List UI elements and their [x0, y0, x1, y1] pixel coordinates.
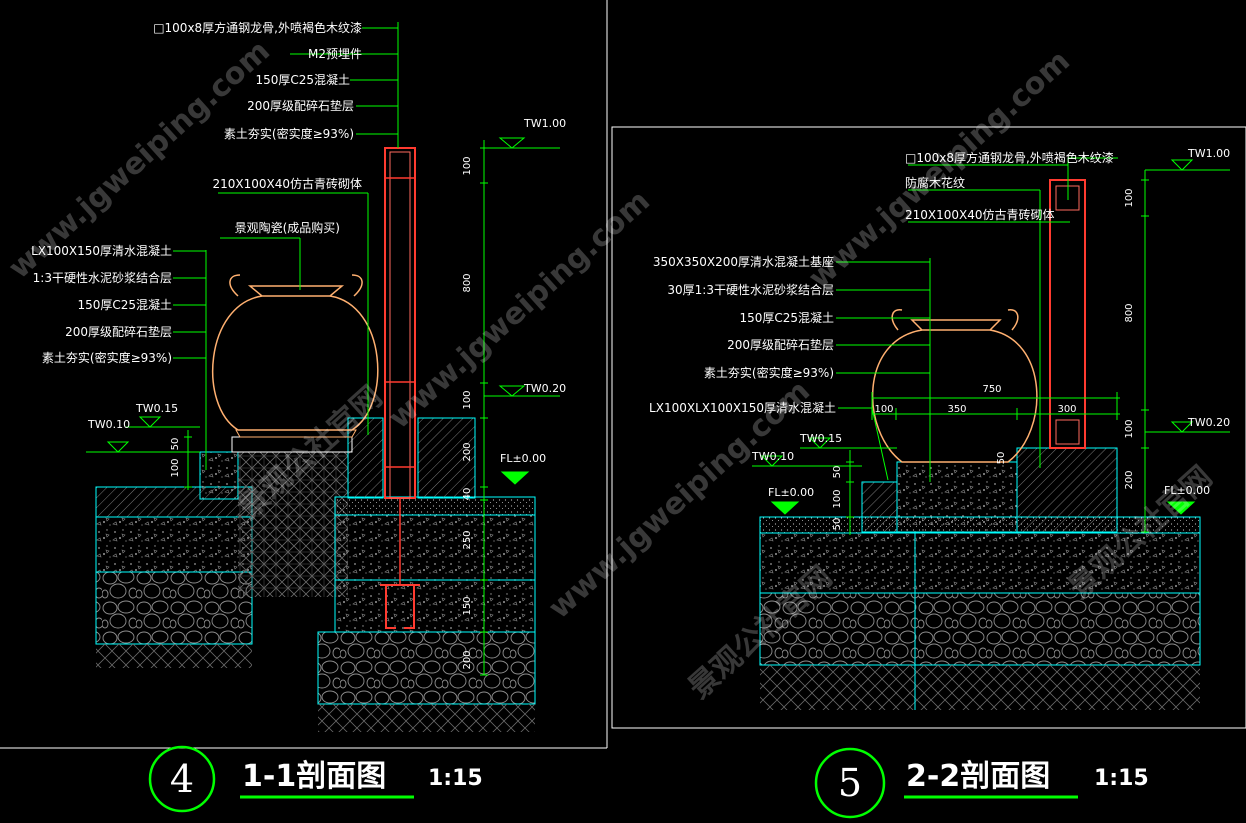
label-left-gravel: 200厚级配碎石垫层: [65, 324, 172, 339]
elevation-tw015: TW0.15: [135, 402, 178, 415]
dim-5-h100: 100: [874, 404, 893, 415]
elevation-fl000: FL±0.00: [500, 452, 546, 465]
label-left-concrete: 150厚C25混凝土: [77, 297, 172, 312]
label-concrete-cap-5: LX100XLX100X150厚清水混凝土: [649, 400, 836, 415]
section-5: [611, 126, 1246, 729]
section-5-frame: [611, 126, 1246, 729]
dim-5-h350: 350: [947, 404, 966, 415]
section-4-number: 4: [170, 757, 194, 801]
section-4-scale: 1:15: [428, 766, 483, 791]
elevation-5-tw020: TW0.20: [1187, 416, 1230, 429]
dim-100-top: 100: [462, 156, 473, 175]
label-concrete: 150厚C25混凝土: [255, 72, 350, 87]
dim-5-100-mid: 100: [1124, 419, 1135, 438]
section-5-labels: □100x8厚方通钢龙骨,外喷褐色木纹漆 防腐木花纹 210X100X40仿古青…: [649, 147, 1230, 530]
watermark-url-2: www.jgweiping.com: [382, 184, 657, 436]
dim-5-h300: 300: [1057, 404, 1076, 415]
label-left-mortar: 1:3干硬性水泥砂浆结合层: [33, 270, 172, 285]
label-compacted-soil: 素土夯实(密实度≥93%): [224, 126, 354, 141]
dim-5-800: 800: [1124, 303, 1135, 322]
label-brick: 210X100X40仿古青砖砌体: [212, 176, 362, 191]
section-4-title-text: 1-1剖面图: [242, 759, 386, 794]
dim-5-left-50a: 50: [832, 466, 843, 479]
label-mortar-5: 30厚1:3干硬性水泥砂浆结合层: [667, 282, 834, 297]
section-5-ground-layers: [759, 447, 1201, 710]
dim-250: 250: [462, 530, 473, 549]
section-4-ceramic-vase: [212, 274, 379, 438]
label-embedded-part: M2预埋件: [308, 47, 362, 61]
section-4-labels: □100x8厚方通钢龙骨,外喷褐色木纹漆 M2预埋件 150厚C25混凝土 20…: [31, 20, 566, 670]
dim-5-750: 750: [982, 384, 1001, 395]
dim-5-100-top: 100: [1124, 188, 1135, 207]
label-steel-frame-5: □100x8厚方通钢龙骨,外喷褐色木纹漆: [905, 150, 1114, 165]
dim-200-bottom: 200: [462, 650, 473, 669]
elevation-tw100: TW1.00: [523, 117, 566, 130]
dim-100-mid: 100: [462, 390, 473, 409]
section-4-ground-layers: [95, 417, 536, 732]
label-ceramic-vase: 景观陶瓷(成品购买): [235, 220, 340, 235]
section-5-ceramic-vase: [871, 309, 1038, 463]
label-gravel: 200厚级配碎石垫层: [247, 98, 354, 113]
elevation-tw020: TW0.20: [523, 382, 566, 395]
dim-left-50: 50: [170, 438, 181, 451]
section-5-scale: 1:15: [1094, 766, 1149, 791]
elevation-5-tw100: TW1.00: [1187, 147, 1230, 160]
label-gravel-5: 200厚级配碎石垫层: [727, 337, 834, 352]
label-soil-5: 素土夯实(密实度≥93%): [704, 365, 834, 380]
elevation-tw010: TW0.10: [87, 418, 130, 431]
label-brick-5: 210X100X40仿古青砖砌体: [905, 207, 1055, 222]
dim-5-left-50b: 50: [832, 518, 843, 531]
label-concrete-5: 150厚C25混凝土: [739, 310, 834, 325]
dim-150: 150: [462, 596, 473, 615]
section-4: [0, 0, 608, 749]
dim-200: 200: [462, 442, 473, 461]
section-4-leaders: [86, 22, 560, 676]
label-steel-frame: □100x8厚方通钢龙骨,外喷褐色木纹漆: [153, 20, 362, 35]
section-5-elevation-markers: [760, 159, 1196, 515]
label-concrete-base: 350X350X200厚清水混凝土基座: [653, 254, 834, 269]
dim-5-200: 200: [1124, 470, 1135, 489]
elevation-5-fl-left: FL±0.00: [768, 486, 814, 499]
dim-800: 800: [462, 273, 473, 292]
dim-5-left-100: 100: [832, 489, 843, 508]
section-4-title: 4 1-1剖面图 1:15: [148, 745, 483, 813]
dim-left-100: 100: [170, 458, 181, 477]
watermark-url-4: www.jgweiping.com: [802, 44, 1077, 296]
section-4-frame: [0, 0, 608, 749]
dim-5-base-50: 50: [996, 452, 1007, 465]
section-5-number-circle: [814, 747, 886, 819]
section-4-number-circle: [148, 745, 216, 813]
elevation-5-tw015: TW0.15: [799, 432, 842, 445]
section-5-title: 5 2-2剖面图 1:15: [814, 747, 1149, 819]
section-4-steel-post: [380, 147, 420, 629]
section-5-leaders: [752, 157, 1230, 535]
section-4-elevation-markers: [106, 137, 530, 485]
label-left-concrete-cap: LX100X150厚清水混凝土: [31, 243, 172, 258]
section-5-number: 5: [838, 761, 862, 805]
elevation-5-fl-right: FL±0.00: [1164, 484, 1210, 497]
elevation-5-tw010: TW0.10: [751, 450, 794, 463]
label-left-soil: 素土夯实(密实度≥93%): [42, 350, 172, 365]
dim-40: 40: [462, 488, 473, 501]
label-wood-pattern: 防腐木花纹: [905, 175, 965, 190]
section-5-title-text: 2-2剖面图: [906, 759, 1050, 794]
